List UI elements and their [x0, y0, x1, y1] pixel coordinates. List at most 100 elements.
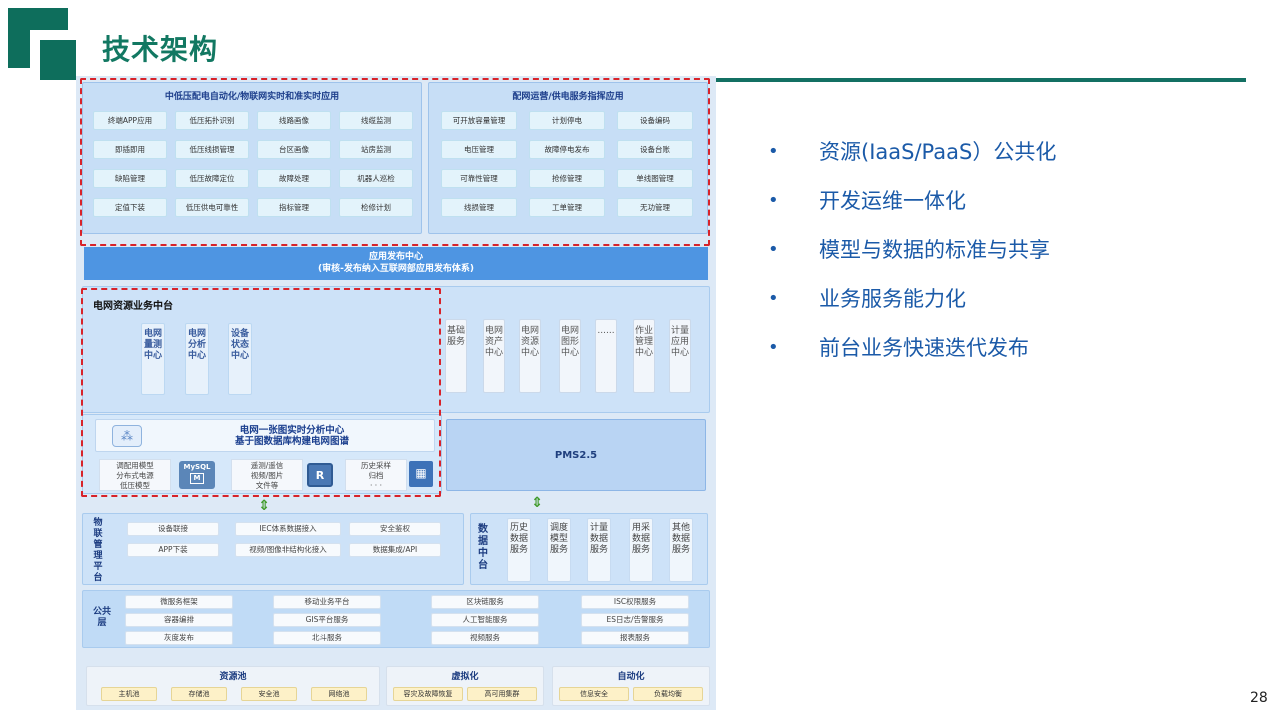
app-cell: 线路画像: [257, 111, 331, 130]
public-service-cell: 移动业务平台: [273, 595, 381, 609]
app-cell: 无功管理: [617, 198, 693, 217]
data-center-title: 数据中台: [478, 524, 488, 571]
grid-resource-platform: 电网资源业务中台 电网量测中心电网分析中心设备状态中心 基础服务电网资产中心电网…: [82, 286, 710, 413]
graph-db-media: 遥测/遥信 视频/图片 文件等: [231, 459, 303, 491]
app-cell: 低压供电可靠性: [175, 198, 249, 217]
app-cell: 指标管理: [257, 198, 331, 217]
virtualization-title: 虚拟化: [451, 672, 479, 682]
graph-analysis-center: ⁂ 电网一张图实时分析中心 基于图数据库构建电网图谱 调配用模型 分布式电源 低…: [82, 414, 442, 494]
app-cell: 设备台账: [617, 140, 693, 159]
public-service-cell: ISC权限服务: [581, 595, 689, 609]
public-service-cell: 灰度发布: [125, 631, 233, 645]
middle-service-column: 作业管理中心: [633, 319, 655, 393]
bullet-text: 业务服务能力化: [819, 287, 966, 311]
apps-panel-right: 配网运营/供电服务指挥应用 可开放容量管理电压管理可靠性管理线损管理计划停电故障…: [428, 82, 708, 234]
app-cell: 线缆监测: [339, 111, 413, 130]
data-service-column: 计量数据服务: [587, 518, 611, 582]
resource-pool-title: 资源池: [219, 672, 247, 682]
virtualization-cell: 容灾及故障恢复: [393, 687, 463, 701]
app-cell: 故障停电发布: [529, 140, 605, 159]
bullet-text: 前台业务快速迭代发布: [819, 336, 1029, 360]
graph-center-subtitle: 基于图数据库构建电网图谱: [234, 436, 349, 447]
app-cell: 定值下装: [93, 198, 167, 217]
middle-service-column: 计量应用中心: [669, 319, 691, 393]
middle-service-column: 电网图形中心: [559, 319, 581, 393]
bullet-item: •模型与数据的标准与共享: [768, 236, 1056, 285]
public-service-cell: 人工智能服务: [431, 613, 539, 627]
apps-panel-right-title: 配网运营/供电服务指挥应用: [512, 92, 624, 102]
resource-pool-cell: 主机池: [101, 687, 157, 701]
resource-pool: 资源池 主机池存储池安全池网络池: [86, 666, 380, 706]
slide-title: 技术架构: [102, 33, 219, 66]
public-service-cell: 北斗服务: [273, 631, 381, 645]
highlight-apps: [80, 78, 710, 246]
release-center: 应用发布中心 (审核-发布纳入互联网部应用发布体系): [84, 247, 708, 280]
release-center-subtitle: (审核-发布纳入互联网部应用发布体系): [318, 264, 474, 274]
automation: 自动化 信息安全负载均衡: [552, 666, 710, 706]
graph-center-header: ⁂ 电网一张图实时分析中心 基于图数据库构建电网图谱: [95, 419, 435, 452]
data-service-column: 其他数据服务: [669, 518, 693, 582]
pms-label: PMS2.5: [554, 450, 598, 461]
resource-center-column: 电网分析中心: [185, 323, 209, 395]
iot-cell: 设备联接: [127, 522, 219, 536]
bullet-item: • 业务服务能力化: [768, 285, 1056, 334]
bullet-text: 模型与数据的标准与共享: [819, 238, 1050, 262]
middle-service-column: ......: [595, 319, 617, 393]
app-cell: 设备编码: [617, 111, 693, 130]
resource-pool-cell: 网络池: [311, 687, 367, 701]
public-service-cell: 微服务框架: [125, 595, 233, 609]
iot-cell: APP下装: [127, 543, 219, 557]
mysql-database-icon: MySQL M: [179, 461, 215, 489]
apps-panel-left: 中低压配电自动化/物联网实时和准实时应用 终端APP应用即插即用缺陷管理定值下装…: [82, 82, 422, 234]
app-cell: 终端APP应用: [93, 111, 167, 130]
app-cell: 低压线损管理: [175, 140, 249, 159]
middle-service-column: 电网资产中心: [483, 319, 505, 393]
app-cell: 机器人巡检: [339, 169, 413, 188]
iot-cell: 数据集成/API: [349, 543, 441, 557]
resource-pool-cell: 安全池: [241, 687, 297, 701]
apps-panel-left-title: 中低压配电自动化/物联网实时和准实时应用: [164, 92, 340, 102]
architecture-diagram: 中低压配电自动化/物联网实时和准实时应用 终端APP应用即插即用缺陷管理定值下装…: [76, 76, 716, 710]
public-layer-title: 公共层: [92, 607, 111, 628]
resource-pool-cell: 存储池: [171, 687, 227, 701]
app-cell: 可开放容量管理: [441, 111, 517, 130]
bullet-dot: •: [768, 141, 779, 162]
public-service-cell: ES日志/告警服务: [581, 613, 689, 627]
app-cell: 站房监测: [339, 140, 413, 159]
grid-resource-title: 电网资源业务中台: [93, 301, 173, 312]
bullet-text: 开发运维一体化: [819, 189, 966, 213]
graph-db-models: 调配用模型 分布式电源 低压模型: [99, 459, 171, 491]
bullet-dot: •: [768, 288, 779, 309]
app-cell: 台区画像: [257, 140, 331, 159]
graph-center-title: 电网一张图实时分析中心: [239, 425, 345, 436]
storage-grid-icon: ▦: [409, 461, 433, 487]
middle-service-column: 基础服务: [445, 319, 467, 393]
app-cell: 低压故障定位: [175, 169, 249, 188]
automation-title: 自动化: [617, 672, 645, 682]
app-cell: 缺陷管理: [93, 169, 167, 188]
app-cell: 单线图管理: [617, 169, 693, 188]
automation-cell: 信息安全: [559, 687, 629, 701]
pms-box: PMS2.5: [446, 419, 706, 491]
public-service-cell: 区块链服务: [431, 595, 539, 609]
app-cell: 电压管理: [441, 140, 517, 159]
iot-cell: IEC体系数据接入: [235, 522, 341, 536]
bullet-item: •资源(IaaS/PaaS）公共化: [768, 138, 1056, 187]
iot-platform-title: 物联管理平台: [93, 518, 103, 583]
logo-mark-part: [8, 8, 30, 68]
app-cell: 即插即用: [93, 140, 167, 159]
title-underline: [712, 78, 1246, 82]
data-center: 数据中台 历史数据服务调度模型服务计量数据服务用采数据服务其他数据服务: [470, 513, 708, 585]
automation-cell: 负载均衡: [633, 687, 703, 701]
logo-mark-block: [40, 40, 76, 80]
app-cell: 线损管理: [441, 198, 517, 217]
r-database-icon: R: [307, 463, 333, 487]
bullet-dot: •: [768, 337, 779, 358]
app-cell: 故障处理: [257, 169, 331, 188]
virtualization: 虚拟化 容灾及故障恢复高可用集群: [386, 666, 544, 706]
public-service-cell: 视频服务: [431, 631, 539, 645]
public-service-cell: GIS平台服务: [273, 613, 381, 627]
